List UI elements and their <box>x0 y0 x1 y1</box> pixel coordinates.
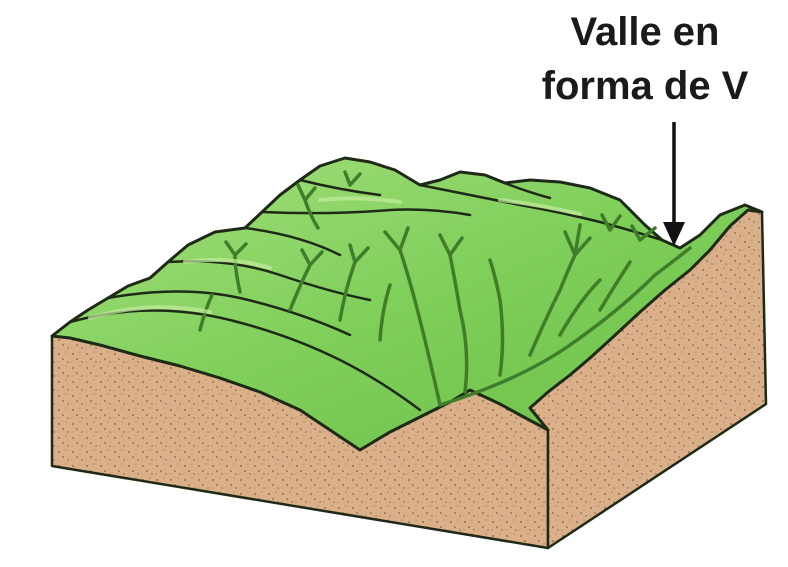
valley-label-line-1: Valle en <box>520 6 770 58</box>
valley-label-line-2: forma de V <box>520 60 770 112</box>
down-arrow-icon <box>663 122 685 246</box>
